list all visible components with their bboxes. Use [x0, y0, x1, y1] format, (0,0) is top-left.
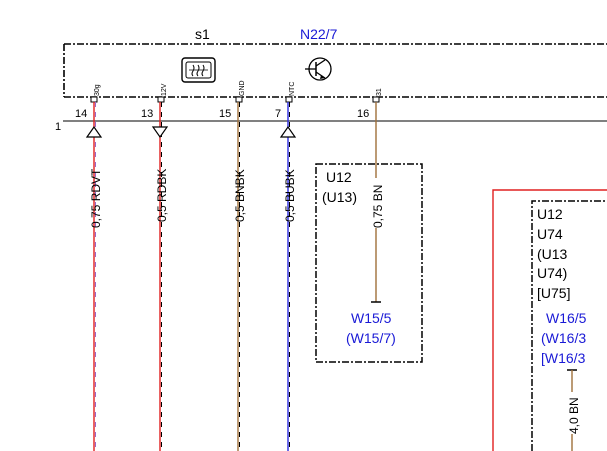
pin-name: 30g — [94, 84, 101, 96]
ground-reference-link[interactable]: W16/5 — [546, 310, 587, 326]
pin-number: 13 — [141, 108, 153, 120]
component-label: s1 — [195, 26, 210, 42]
variant-code: [U75] — [537, 285, 570, 301]
wire-rdvt[interactable] — [93, 102, 96, 451]
output-arrow-icon — [279, 125, 297, 138]
variant-code: U74) — [537, 265, 567, 281]
rear-window-heater-icon — [181, 57, 216, 83]
variant-code: U12 — [326, 169, 352, 185]
line-number: 1 — [55, 121, 61, 133]
wire-rdbk[interactable] — [159, 102, 162, 451]
ground-reference-link[interactable]: W15/5 — [351, 310, 392, 326]
wire-label: 4,0 BN — [567, 397, 581, 434]
component-code[interactable]: N22/7 — [300, 26, 338, 42]
variant-code: (U13 — [537, 246, 568, 262]
pin-name: GND — [239, 80, 246, 96]
wire-label: 0,5 RDBK — [155, 169, 169, 222]
wire-red-right[interactable] — [492, 189, 607, 451]
pin-number: 16 — [357, 108, 369, 120]
input-arrow-icon — [151, 126, 169, 139]
ground-reference-link[interactable]: (W15/7) — [346, 330, 396, 346]
wire-label: 0,75 RDVT — [89, 168, 103, 228]
pin-number: 14 — [75, 108, 87, 120]
ground-reference-link[interactable]: (W16/3 — [541, 330, 586, 346]
wire-label: 0,5 BUBK — [283, 169, 297, 222]
pin-name: NTC — [289, 82, 296, 96]
pin-name: 31 — [376, 88, 383, 96]
wire-label: 0,5 BNBK — [233, 169, 247, 222]
wire-bnbk[interactable] — [237, 102, 240, 451]
pin-name: 12V — [161, 83, 168, 96]
output-arrow-icon — [85, 125, 103, 138]
variant-code: U12 — [537, 206, 563, 222]
ground-reference-link[interactable]: [W16/3 — [541, 350, 586, 366]
variant-box — [315, 163, 423, 363]
variant-box-right — [531, 200, 607, 451]
variant-code: (U13) — [322, 189, 357, 205]
transistor-icon — [305, 57, 332, 81]
wire-label: 0,75 BN — [371, 185, 385, 228]
pin-number: 7 — [275, 108, 281, 120]
wire-bubk[interactable] — [287, 102, 290, 451]
variant-code: U74 — [537, 226, 563, 242]
pin-number: 15 — [219, 108, 231, 120]
component-boundary — [63, 43, 607, 98]
